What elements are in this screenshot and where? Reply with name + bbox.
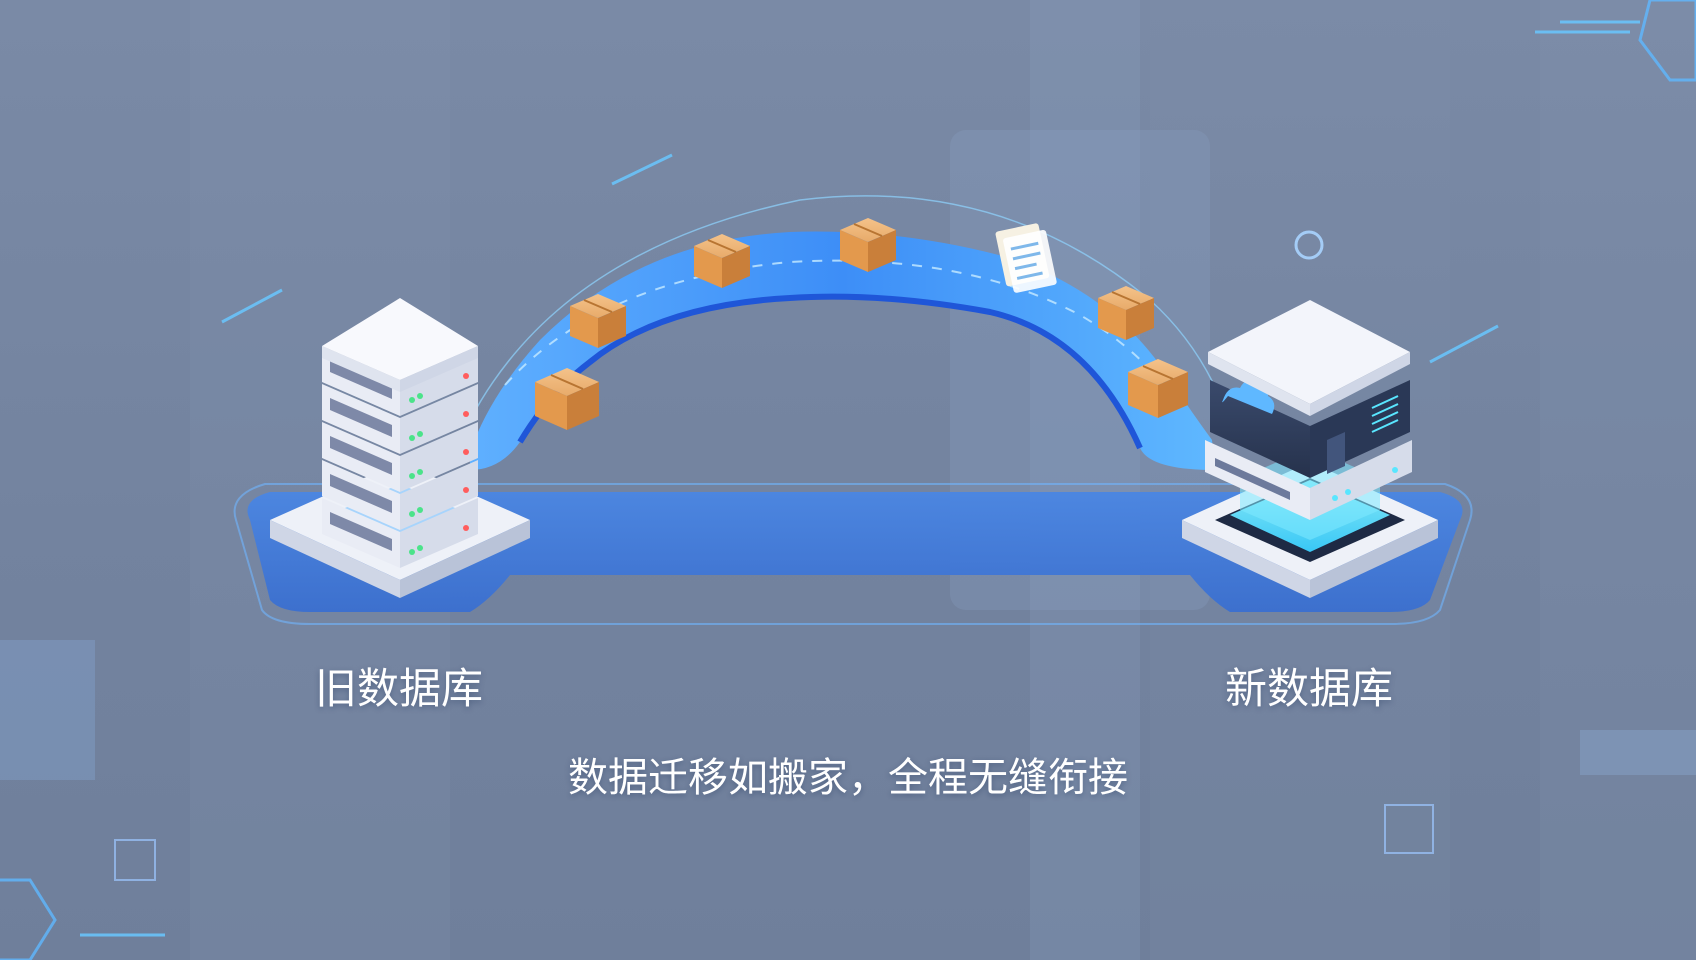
package-box-icon <box>1098 286 1154 340</box>
package-box-icon <box>535 368 599 430</box>
package-box-icon <box>1128 359 1188 418</box>
target-database-label: 新数据库 <box>1225 664 1394 713</box>
package-box-icon <box>840 218 896 272</box>
package-box-icon <box>694 234 750 288</box>
document-icon <box>995 223 1057 293</box>
package-box-icon <box>570 294 626 348</box>
source-database-label: 旧数据库 <box>315 664 484 713</box>
base-platform <box>233 483 1473 625</box>
server-stack-icon <box>270 298 530 598</box>
diagram-caption: 数据迁移如搬家，全程无缝衔接 <box>568 755 1128 801</box>
cloud-server-icon <box>1182 300 1438 598</box>
